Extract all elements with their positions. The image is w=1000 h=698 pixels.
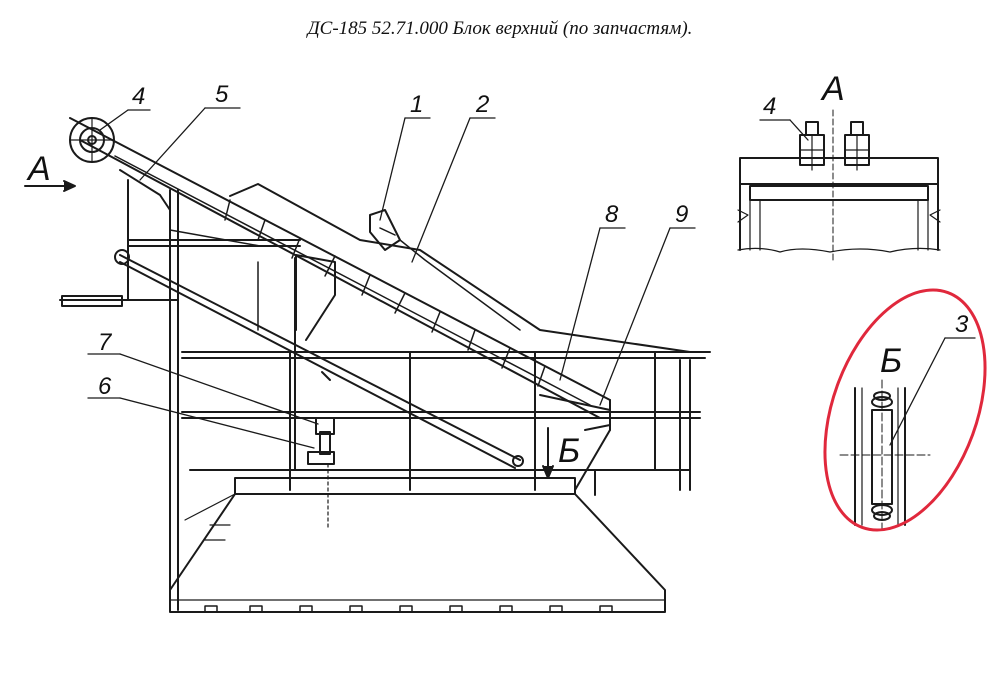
callout-4: 4 — [132, 83, 145, 110]
upper-housing — [229, 183, 691, 353]
view-b-title: Б — [880, 342, 902, 380]
inclined-conveyor — [69, 117, 611, 491]
callout-4-view-a: 4 — [763, 93, 776, 120]
hopper-base — [169, 477, 666, 613]
page-title: ДС-185 52.71.000 Блок верхний (по запчас… — [307, 18, 693, 39]
head-pulley — [69, 117, 171, 211]
callout-8: 8 — [605, 201, 619, 228]
view-a-title: А — [820, 70, 845, 108]
view-label-b-arrow: Б — [558, 432, 580, 470]
support-frame — [59, 179, 691, 611]
idler-roller — [114, 249, 130, 265]
tail-roller — [512, 455, 524, 467]
view-arrow-b — [542, 427, 554, 479]
motor-unit — [307, 417, 335, 531]
highlight-ellipse — [823, 288, 987, 532]
view-arrow-a — [24, 180, 76, 192]
callout-1: 1 — [410, 91, 423, 118]
callout-leaders — [87, 107, 696, 449]
callout-7: 7 — [98, 329, 113, 356]
callout-5: 5 — [215, 81, 229, 108]
callout-6: 6 — [98, 373, 112, 400]
view-b-detail — [839, 337, 976, 531]
handrail — [181, 351, 711, 491]
conveyor-ribs — [224, 199, 546, 387]
view-a-detail — [737, 109, 941, 261]
callout-9: 9 — [675, 201, 688, 228]
view-label-a-arrow: А — [26, 150, 51, 188]
callout-2: 2 — [475, 91, 489, 118]
callout-3: 3 — [955, 311, 969, 338]
